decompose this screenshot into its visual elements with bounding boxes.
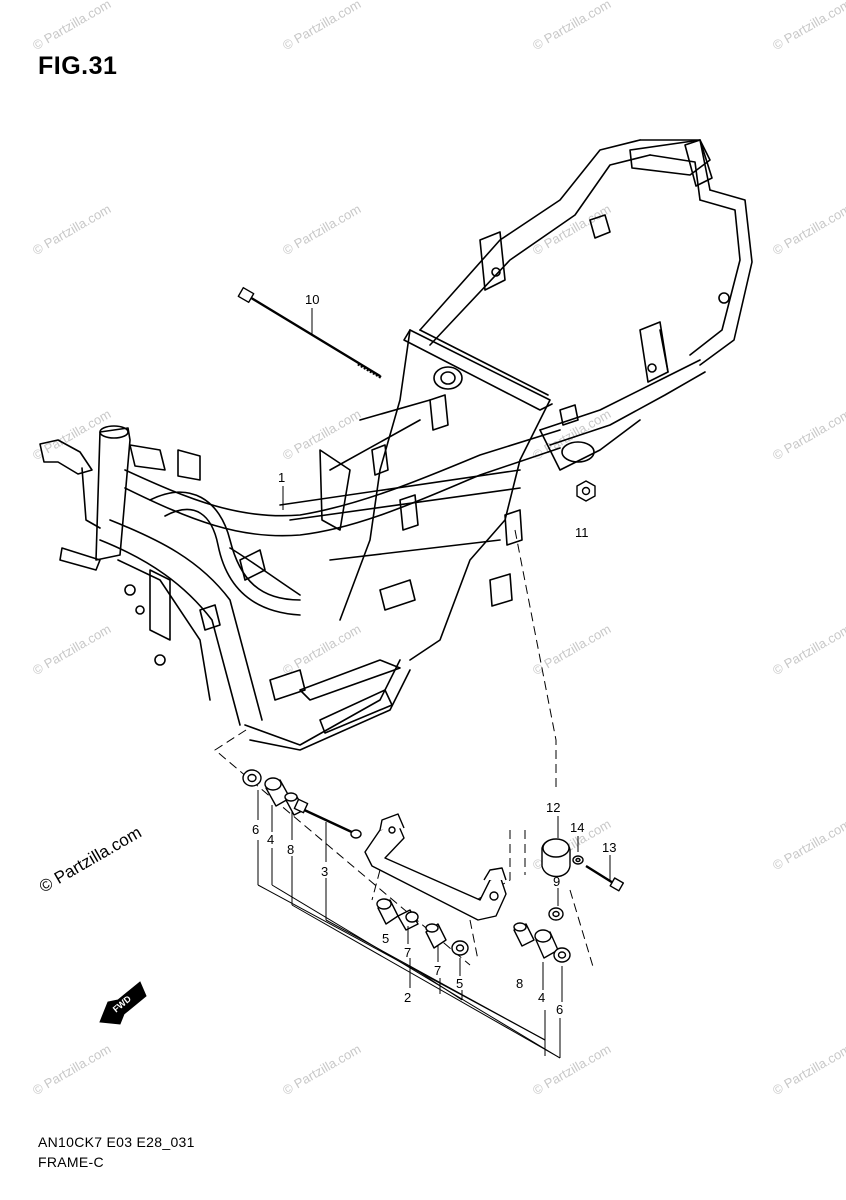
part-11-nut bbox=[576, 480, 596, 502]
callout-14: 14 bbox=[570, 820, 584, 835]
callout-3: 3 bbox=[321, 864, 328, 879]
part-5-bushing-center bbox=[376, 898, 399, 925]
main-frame-drawing bbox=[39, 139, 753, 751]
callout-6-b: 6 bbox=[556, 1002, 563, 1017]
callout-12: 12 bbox=[546, 800, 560, 815]
callout-7: 7 bbox=[404, 945, 411, 960]
part-9-washer bbox=[548, 907, 564, 921]
callout-2: 2 bbox=[404, 990, 411, 1005]
forward-arrow-icon: FWD bbox=[99, 981, 147, 1025]
callout-4: 4 bbox=[267, 832, 274, 847]
callout-8: 8 bbox=[287, 842, 294, 857]
part-4-cushion-right bbox=[534, 929, 559, 959]
part-8-collar-right bbox=[513, 922, 535, 947]
callout-13: 13 bbox=[602, 840, 616, 855]
diagram-name: FRAME-C bbox=[38, 1154, 104, 1170]
callout-1: 1 bbox=[278, 470, 285, 485]
leader-lines bbox=[257, 308, 611, 1059]
diagram-code: AN10CK7 E03 E28_031 bbox=[38, 1134, 195, 1150]
part-14-washer bbox=[572, 855, 584, 865]
part-12-rubber-mount bbox=[541, 838, 571, 878]
assembly-dash-lines bbox=[214, 529, 595, 971]
part-5-bushing-center-b bbox=[451, 940, 469, 956]
part-10-long-bolt bbox=[237, 286, 383, 381]
part-7-collar-center-b bbox=[425, 923, 447, 949]
part-13-bolt bbox=[585, 864, 625, 892]
callout-7-b: 7 bbox=[434, 963, 441, 978]
callouts: 10 1 11 6 4 8 3 12 14 13 9 5 7 7 5 2 8 4… bbox=[252, 292, 616, 1017]
callout-4-b: 4 bbox=[538, 990, 545, 1005]
part-6-bushing-left bbox=[242, 769, 262, 787]
callout-5-b: 5 bbox=[456, 976, 463, 991]
callout-11: 11 bbox=[575, 525, 589, 540]
part-7-collar-center bbox=[397, 909, 419, 931]
callout-9: 9 bbox=[553, 874, 560, 889]
part-3-bolt bbox=[293, 798, 362, 839]
callout-10: 10 bbox=[305, 292, 319, 307]
part-2-mount-bracket bbox=[364, 813, 507, 921]
callout-8-b: 8 bbox=[516, 976, 523, 991]
callout-6: 6 bbox=[252, 822, 259, 837]
callout-5: 5 bbox=[382, 931, 389, 946]
figure-title: FIG.31 bbox=[38, 52, 118, 80]
part-6-bushing-right bbox=[553, 947, 571, 963]
